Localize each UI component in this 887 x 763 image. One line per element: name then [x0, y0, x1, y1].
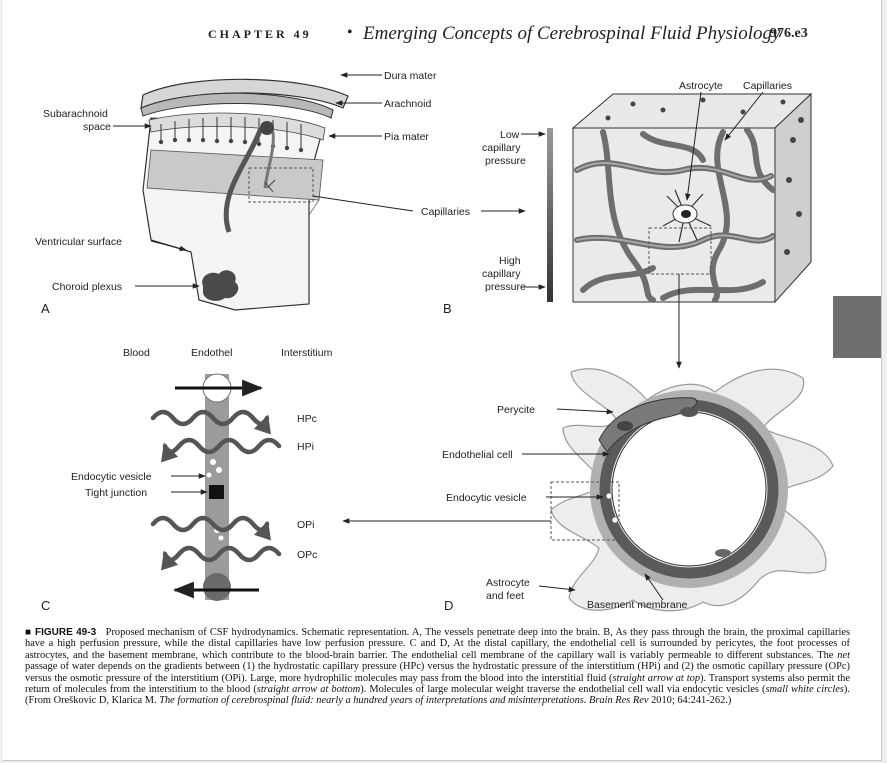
label-endocytic-vesicle-d: Endocytic vesicle — [446, 492, 527, 504]
label-choroid-plexus: Choroid plexus — [52, 281, 122, 293]
figure-number: ■ FIGURE 49-3 — [25, 627, 96, 638]
label-capillaries-b: Capillaries — [743, 80, 792, 92]
caption-italic-bottom: straight arrow at bottom — [257, 684, 360, 695]
panel-b: Astrocyte Capillaries Low capillary pres… — [443, 80, 811, 368]
caption-text-6: 2010; 64:241-262.) — [651, 695, 731, 706]
label-high-pressure-1: High — [499, 255, 521, 267]
book-page: CHAPTER 49 • Emerging Concepts of Cerebr… — [3, 0, 882, 761]
caption-text-4: ). Molecules of large molecular weight t… — [360, 684, 765, 695]
choroid-plexus-shape — [202, 270, 238, 301]
label-pericyte: Perycite — [497, 404, 535, 416]
label-low-pressure-1: Low — [500, 129, 520, 141]
label-low-pressure-2: capillary — [482, 142, 521, 154]
label-hpc: HPc — [297, 413, 317, 425]
page-thumb-tab — [833, 296, 881, 358]
label-arachnoid: Arachnoid — [384, 98, 431, 110]
tight-junction-block — [209, 485, 224, 499]
column-interstitium: Interstitium — [281, 347, 333, 359]
caption-italic-source: The formation of cerebrospinal fluid: ne… — [159, 695, 648, 706]
caption-italic-top: straight arrow at top — [613, 673, 700, 684]
figure-49-3: Dura mater Arachnoid Pia mater Subarachn… — [3, 0, 881, 630]
panel-a: Dura mater Arachnoid Pia mater Subarachn… — [35, 70, 525, 316]
label-high-pressure-3: pressure — [485, 281, 526, 293]
panel-d: Perycite Endothelial cell Endocytic vesi… — [343, 369, 833, 613]
label-ventricular-surface: Ventricular surface — [35, 236, 122, 248]
label-capillaries-a: Capillaries — [421, 206, 470, 218]
panel-letter-a: A — [41, 301, 50, 316]
panel-letter-b: B — [443, 301, 452, 316]
label-low-pressure-3: pressure — [485, 155, 526, 167]
caption-text-1: Proposed mechanism of CSF hydrodynamics.… — [25, 627, 850, 661]
label-opi: OPi — [297, 519, 315, 531]
label-astrocyte-feet-2: and feet — [486, 590, 524, 602]
label-high-pressure-2: capillary — [482, 268, 521, 280]
label-basement-membrane: Basement membrane — [587, 599, 688, 611]
column-blood: Blood — [123, 347, 150, 359]
pressure-gradient-bar — [547, 128, 553, 302]
panel-c: Blood Endothel Interstitium HPc — [41, 347, 333, 613]
caption-italic-vesicles: small white circles — [765, 684, 843, 695]
figure-caption: ■ FIGURE 49-3 Proposed mechanism of CSF … — [25, 627, 850, 707]
caption-italic-net: net — [837, 650, 850, 661]
panel-letter-d: D — [444, 598, 453, 613]
label-pia-mater: Pia mater — [384, 131, 429, 143]
column-endothel: Endothel — [191, 347, 232, 359]
label-tight-junction: Tight junction — [85, 487, 147, 499]
label-astrocyte: Astrocyte — [679, 80, 723, 92]
cube-right-face — [775, 94, 811, 302]
label-subarachnoid: Subarachnoid — [43, 108, 108, 120]
label-hpi: HPi — [297, 441, 314, 453]
panel-letter-c: C — [41, 598, 50, 613]
label-subarachnoid-space: space — [83, 121, 111, 133]
label-opc: OPc — [297, 549, 317, 561]
label-astrocyte-feet-1: Astrocyte — [486, 577, 530, 589]
label-endothelial-cell: Endothelial cell — [442, 449, 513, 461]
label-endocytic-vesicle-c: Endocytic vesicle — [71, 471, 152, 483]
cube-top-face — [573, 94, 811, 128]
label-dura-mater: Dura mater — [384, 70, 437, 82]
